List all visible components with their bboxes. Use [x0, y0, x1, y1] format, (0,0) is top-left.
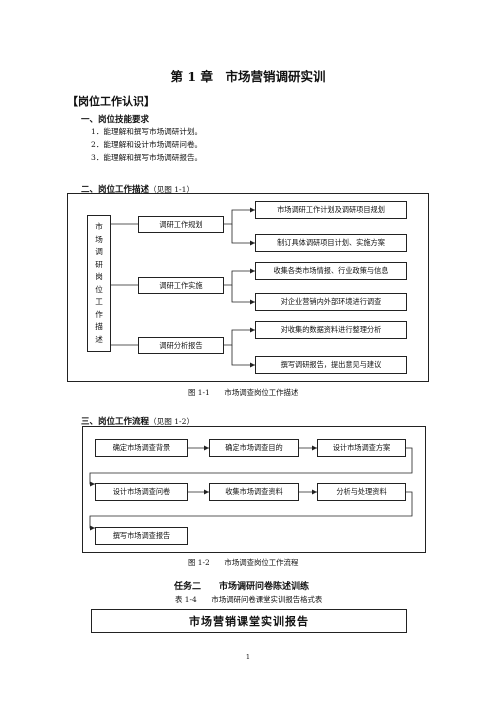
page-number: 1	[245, 653, 251, 661]
process-step: 确定市场调查背景	[95, 439, 188, 457]
process-heading: 三、岗位工作流程（见图 1-2）	[81, 417, 195, 427]
figure-1-2-frame	[82, 426, 426, 553]
process-step: 确定市场调查目的	[209, 439, 299, 457]
item-box: 对企业营销内外部环境进行调查	[255, 293, 407, 311]
skill-item: 2．能理解和设计市场调研问卷。	[91, 140, 203, 149]
item-box: 收集各类市场情报、行业政策与信息	[255, 262, 407, 280]
item-box: 市场调研工作计划及调研项目规划	[255, 201, 407, 219]
table-caption: 表 1-4 市场调研问卷课堂实训报告格式表	[175, 595, 323, 604]
group-box-planning: 调研工作规划	[138, 216, 224, 233]
figure-1-1-caption: 图 1-1 市场调查岗位工作描述	[188, 388, 299, 397]
item-box: 制订具体调研项目计划、实施方案	[255, 234, 407, 252]
skill-item: 3．能理解和撰写市场调研报告。	[91, 153, 203, 162]
skill-item: 1．能理解和撰写市场调研计划。	[91, 127, 203, 136]
process-step: 设计市场调查方案	[317, 439, 406, 457]
figure-1-1-frame	[67, 193, 429, 382]
description-heading: 二、岗位工作描述（见图 1-1）	[81, 185, 195, 195]
item-box: 对收集的数据资料进行整理分析	[255, 321, 407, 339]
root-description-box: 市 场 调 研 岗 位 工 作 描 述	[87, 215, 111, 352]
task-title: 任务二 市场调研问卷陈述训练	[174, 582, 310, 592]
process-step: 撰写市场调查报告	[95, 527, 188, 545]
skills-heading: 一、岗位技能要求	[81, 115, 150, 125]
report-title-box: 市场营销课堂实训报告	[91, 609, 407, 633]
process-step: 设计市场调查问卷	[95, 483, 188, 501]
group-box-analysis-report: 调研分析报告	[138, 337, 224, 354]
item-box: 撰写调研报告，提出意见与建议	[255, 356, 407, 374]
process-step: 分析与处理资料	[317, 483, 406, 501]
section-recognition: 【岗位工作认识】	[67, 95, 155, 108]
figure-1-2-caption: 图 1-2 市场调查岗位工作流程	[188, 558, 299, 567]
process-step: 收集市场调查资料	[209, 483, 299, 501]
chapter-title: 第 1 章 市场营销调研实训	[170, 69, 326, 84]
group-box-implementation: 调研工作实施	[138, 277, 224, 294]
